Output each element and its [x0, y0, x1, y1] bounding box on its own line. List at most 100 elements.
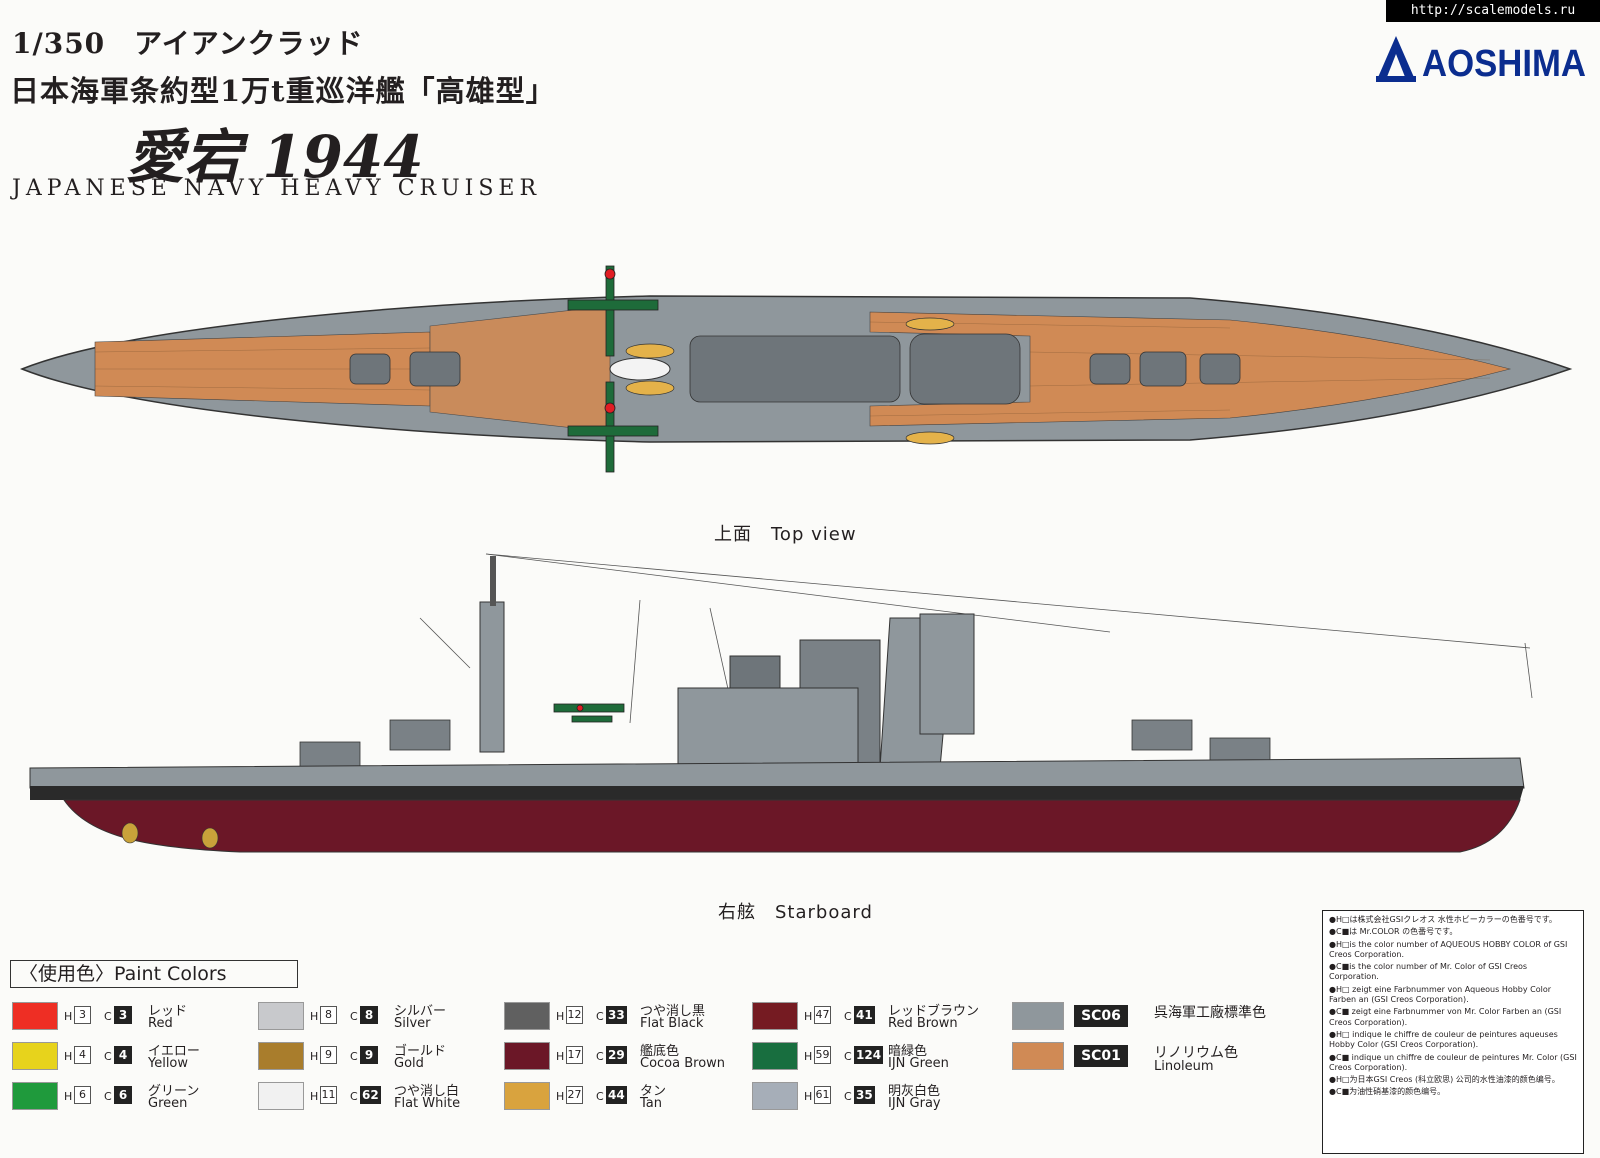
site-watermark: http://scalemodels.ru	[1386, 0, 1600, 22]
color-swatch	[752, 1042, 798, 1070]
h-code: 27	[566, 1086, 583, 1104]
color-swatch	[504, 1002, 550, 1030]
h-code: 12	[566, 1006, 583, 1024]
note-line: ●C■ zeigt eine Farbnummer von Mr. Color …	[1329, 1007, 1562, 1027]
special-code: SC01	[1074, 1045, 1128, 1067]
color-swatch	[12, 1042, 58, 1070]
h-label: H	[804, 1050, 813, 1063]
note-line: ●H□为日本GSI Creos (科立欧思) 公司的水性油漆的颜色编号。	[1329, 1075, 1560, 1085]
color-swatch	[504, 1082, 550, 1110]
c-label: C	[596, 1090, 604, 1103]
color-name-jp: イエロー	[148, 1044, 200, 1059]
c-code: 62	[360, 1086, 381, 1104]
paint-colors-title: 〈使用色〉Paint Colors	[10, 960, 298, 988]
c-code: 124	[854, 1046, 884, 1064]
color-swatch	[752, 1002, 798, 1030]
color-name-en: Red Brown	[888, 1016, 958, 1031]
c-code: 33	[606, 1006, 627, 1024]
h-label: H	[310, 1050, 319, 1063]
starboard-caption: 右舷 Starboard	[718, 902, 873, 923]
h-label: H	[64, 1090, 73, 1103]
color-name-jp: タン	[640, 1084, 667, 1099]
color-name-jp: つや消し黒	[640, 1004, 706, 1019]
propeller-icon	[121, 822, 219, 849]
color-swatch	[752, 1082, 798, 1110]
color-name-en: Cocoa Brown	[640, 1056, 726, 1071]
h-code: 61	[814, 1086, 831, 1104]
color-swatch	[258, 1002, 304, 1030]
aoshima-logo: AOSHIMA	[1376, 36, 1586, 84]
color-name-en: Gold	[394, 1056, 424, 1071]
note-line: ●C■为油性硝基漆的颜色编号。	[1329, 1087, 1446, 1097]
h-label: H	[556, 1090, 565, 1103]
c-label: C	[596, 1010, 604, 1023]
color-name-en: Linoleum	[1154, 1059, 1214, 1074]
h-label: H	[310, 1090, 319, 1103]
h-label: H	[556, 1010, 565, 1023]
c-label: C	[104, 1090, 112, 1103]
color-name-en: IJN Green	[888, 1056, 949, 1071]
c-label: C	[844, 1090, 852, 1103]
h-code: 59	[814, 1046, 831, 1064]
c-code: 9	[360, 1046, 378, 1064]
c-code: 8	[360, 1006, 378, 1024]
color-name-en: Flat Black	[640, 1016, 704, 1031]
color-name-en: Yellow	[148, 1056, 189, 1071]
c-code: 6	[114, 1086, 132, 1104]
color-swatch	[12, 1082, 58, 1110]
c-code: 44	[606, 1086, 627, 1104]
ship-name: 愛宕 1944	[126, 123, 424, 191]
color-name-jp: 呉海軍工廠標準色	[1154, 1005, 1266, 1021]
c-label: C	[350, 1010, 358, 1023]
color-swatch	[258, 1082, 304, 1110]
h-label: H	[804, 1090, 813, 1103]
h-code: 47	[814, 1006, 831, 1024]
color-name-jp: グリーン	[148, 1084, 200, 1099]
color-name-en: Red	[148, 1016, 173, 1031]
color-name-jp: 明灰白色	[888, 1084, 941, 1099]
c-label: C	[104, 1050, 112, 1063]
c-label: C	[104, 1010, 112, 1023]
note-line: ●C■ indique un chiffre de couleur de pei…	[1329, 1052, 1577, 1072]
note-line: ●C■は Mr.COLOR の色番号です。	[1329, 927, 1458, 937]
color-name-jp: 暗緑色	[888, 1044, 928, 1059]
c-label: C	[350, 1090, 358, 1103]
color-swatch	[1012, 1042, 1064, 1070]
top-view-drawing	[19, 265, 1573, 473]
c-label: C	[844, 1050, 852, 1063]
english-title: JAPANESE NAVY HEAVY CRUISER	[12, 176, 542, 201]
c-label: C	[596, 1050, 604, 1063]
color-swatch	[12, 1002, 58, 1030]
c-code: 3	[114, 1006, 132, 1024]
color-name-jp: リノリウム色	[1154, 1045, 1238, 1061]
color-name-jp: ゴールド	[394, 1044, 447, 1059]
h-code: 11	[320, 1086, 337, 1104]
c-code: 4	[114, 1046, 132, 1064]
h-label: H	[556, 1050, 565, 1063]
note-line: ●H□ zeigt eine Farbnummer von Aqueous Ho…	[1329, 984, 1552, 1005]
color-name-jp: つや消し白	[394, 1084, 460, 1099]
color-name-jp: シルバー	[394, 1004, 447, 1019]
color-name-en: Silver	[394, 1016, 431, 1031]
note-line: ●C■is the color number of Mr. Color of G…	[1329, 962, 1528, 982]
note-line: ●H□is the color number of AQUEOUS HOBBY …	[1329, 939, 1568, 959]
h-code: 17	[566, 1046, 583, 1064]
color-name-jp: 艦底色	[640, 1044, 680, 1059]
color-swatch	[258, 1042, 304, 1070]
c-code: 35	[854, 1086, 875, 1104]
note-line: ●H□ indique le chiffre de couleur de pei…	[1329, 1029, 1558, 1050]
h-code: 6	[74, 1086, 91, 1104]
h-label: H	[64, 1010, 73, 1023]
